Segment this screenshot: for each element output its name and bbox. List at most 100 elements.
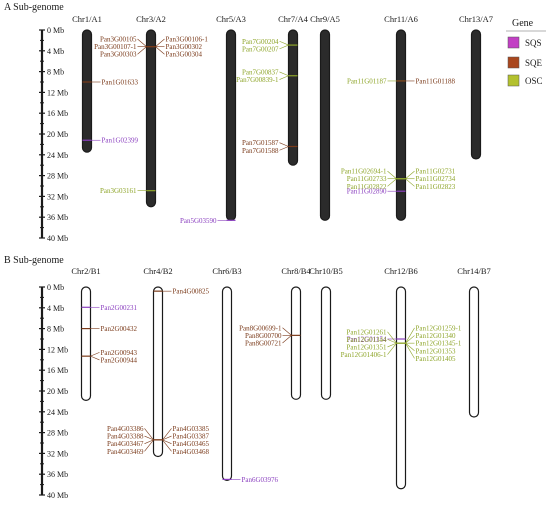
gene-connector (387, 342, 397, 348)
gene-label: Pan12G01261 (346, 328, 387, 336)
gene-label: Pan3G03161 (100, 187, 137, 195)
chromosome-bar (395, 29, 407, 221)
scale-tick-label: 20 Mb (47, 387, 68, 396)
gene-label: Pan11G01187 (347, 77, 387, 85)
scale-tick-label: 40 Mb (47, 491, 68, 500)
chromosome-name: Chr6/B3 (212, 266, 241, 276)
legend-label-sqs: SQS (525, 38, 542, 48)
chromosome-bar (221, 286, 233, 482)
gene-connector (162, 439, 172, 452)
chromosome-name: Chr8/B4 (281, 266, 311, 276)
gene-label: Pan12G01154 (347, 336, 387, 344)
gene-connector (162, 439, 172, 444)
gene-label: Pan3G00105 (100, 36, 137, 44)
gene-label: Pan11G02694-1 (341, 168, 387, 176)
gene-label: Pan7G00207 (242, 45, 279, 53)
legend-title: Gene (512, 18, 534, 29)
gene-label: Pan2G00943 (101, 349, 138, 357)
gene-label: Pan8G00699-1 (239, 324, 282, 332)
legend: Gene SQS SQE OSC (506, 18, 546, 87)
chromosome-bar (395, 286, 407, 490)
gene-label: Pan11G02822 (347, 183, 387, 191)
gene-connector (387, 339, 397, 344)
gene-label: Pan3G00303 (100, 51, 137, 59)
chromosome-name: Chr10/B5 (309, 266, 343, 276)
legend-label-sqe: SQE (525, 58, 543, 68)
gene-connector (155, 38, 165, 47)
chromosome-bar (152, 286, 164, 458)
chromosome-bar (81, 29, 93, 153)
gene-connector (90, 355, 100, 361)
gene-label: Pan1G02399 (102, 137, 139, 145)
gene-label: Pan12G01405 (416, 355, 457, 363)
scale-tick-label: 12 Mb (47, 345, 68, 354)
gene-connector (279, 41, 289, 46)
scale-tick-label: 4 Mb (47, 304, 64, 313)
gene-label: Pan3G00302 (166, 43, 203, 51)
scale-tick-label: 8 Mb (47, 68, 64, 77)
gene-label: Pan6G03976 (242, 476, 279, 484)
chromosome-bar (287, 29, 299, 166)
scale-tick-label: 0 Mb (47, 26, 64, 35)
gene-connector (405, 327, 415, 344)
gene-connector (90, 352, 100, 357)
scale-tick-label: 32 Mb (47, 192, 68, 201)
gene-label: Pan4G03468 (173, 448, 210, 456)
gene-label: Pan12G01259-1 (416, 324, 462, 332)
gene-label: Pan4G03388 (107, 433, 144, 441)
gene-connector (162, 435, 172, 441)
gene-label: Pan8G00721 (245, 339, 282, 347)
chromosome-name: Chr11/A6 (384, 14, 418, 24)
gene-connector (387, 342, 397, 355)
gene-connector (282, 335, 292, 344)
chromosome-bar (320, 286, 332, 400)
gene-connector (387, 170, 397, 179)
gene-connector (137, 38, 147, 47)
scale-tick-label: 12 Mb (47, 88, 68, 97)
gene-label: Pan4G03467 (107, 440, 144, 448)
gene-label: Pan11G02733 (347, 175, 387, 183)
gene-label: Pan3G00106-1 (166, 36, 209, 44)
gene-connector (155, 46, 165, 55)
chromosome-bar (80, 286, 92, 401)
gene-label: Pan4G03387 (173, 433, 210, 441)
panel-a-label: A Sub-genome (4, 2, 64, 13)
gene-label: Pan12G01344 (346, 336, 387, 344)
gene-label: Pan12G01353 (416, 347, 457, 355)
legend-swatch-sqe (507, 56, 520, 69)
gene-label: Pan11G02731 (416, 168, 456, 176)
chromosome-name: Chr13/A7 (459, 14, 493, 24)
chromosome-name: Chr12/B6 (384, 266, 418, 276)
gene-label: Pan11G02890 (347, 188, 387, 196)
legend-swatch-osc (507, 74, 520, 87)
gene-label: Pan11G01188 (416, 77, 456, 85)
gene-label: Pan4G03469 (107, 448, 144, 456)
chromosome-name: Chr9/A5 (310, 14, 340, 24)
gene-label: Pan3G00304 (166, 51, 203, 59)
gene-connector (405, 170, 415, 179)
gene-label: Pan4G03385 (173, 425, 210, 433)
chromosome-bar (225, 29, 237, 221)
gene-label: Pan7G00204 (242, 38, 279, 46)
chromosome-name: Chr4/B2 (143, 266, 172, 276)
gene-connector (387, 178, 397, 187)
legend-swatch-sqs (507, 36, 520, 49)
scale-tick-label: 36 Mb (47, 470, 68, 479)
scale-tick-label: 28 Mb (47, 429, 68, 438)
gene-label: Pan4G00825 (173, 288, 210, 296)
gene-label: Pan7G00839-1 (236, 76, 279, 84)
legend-label-osc: OSC (525, 76, 543, 86)
gene-connector (405, 178, 415, 187)
gene-label: Pan7G00837 (242, 68, 279, 76)
gene-connector (144, 428, 154, 441)
scale-tick-label: 36 Mb (47, 213, 68, 222)
gene-label: Pan11G02823 (416, 183, 456, 191)
gene-connector (279, 142, 289, 147)
gene-label: Pan8G00700 (245, 332, 282, 340)
gene-label: Pan11G02734 (416, 175, 456, 183)
gene-connector (279, 146, 289, 151)
gene-label: Pan7G01587 (242, 139, 279, 147)
